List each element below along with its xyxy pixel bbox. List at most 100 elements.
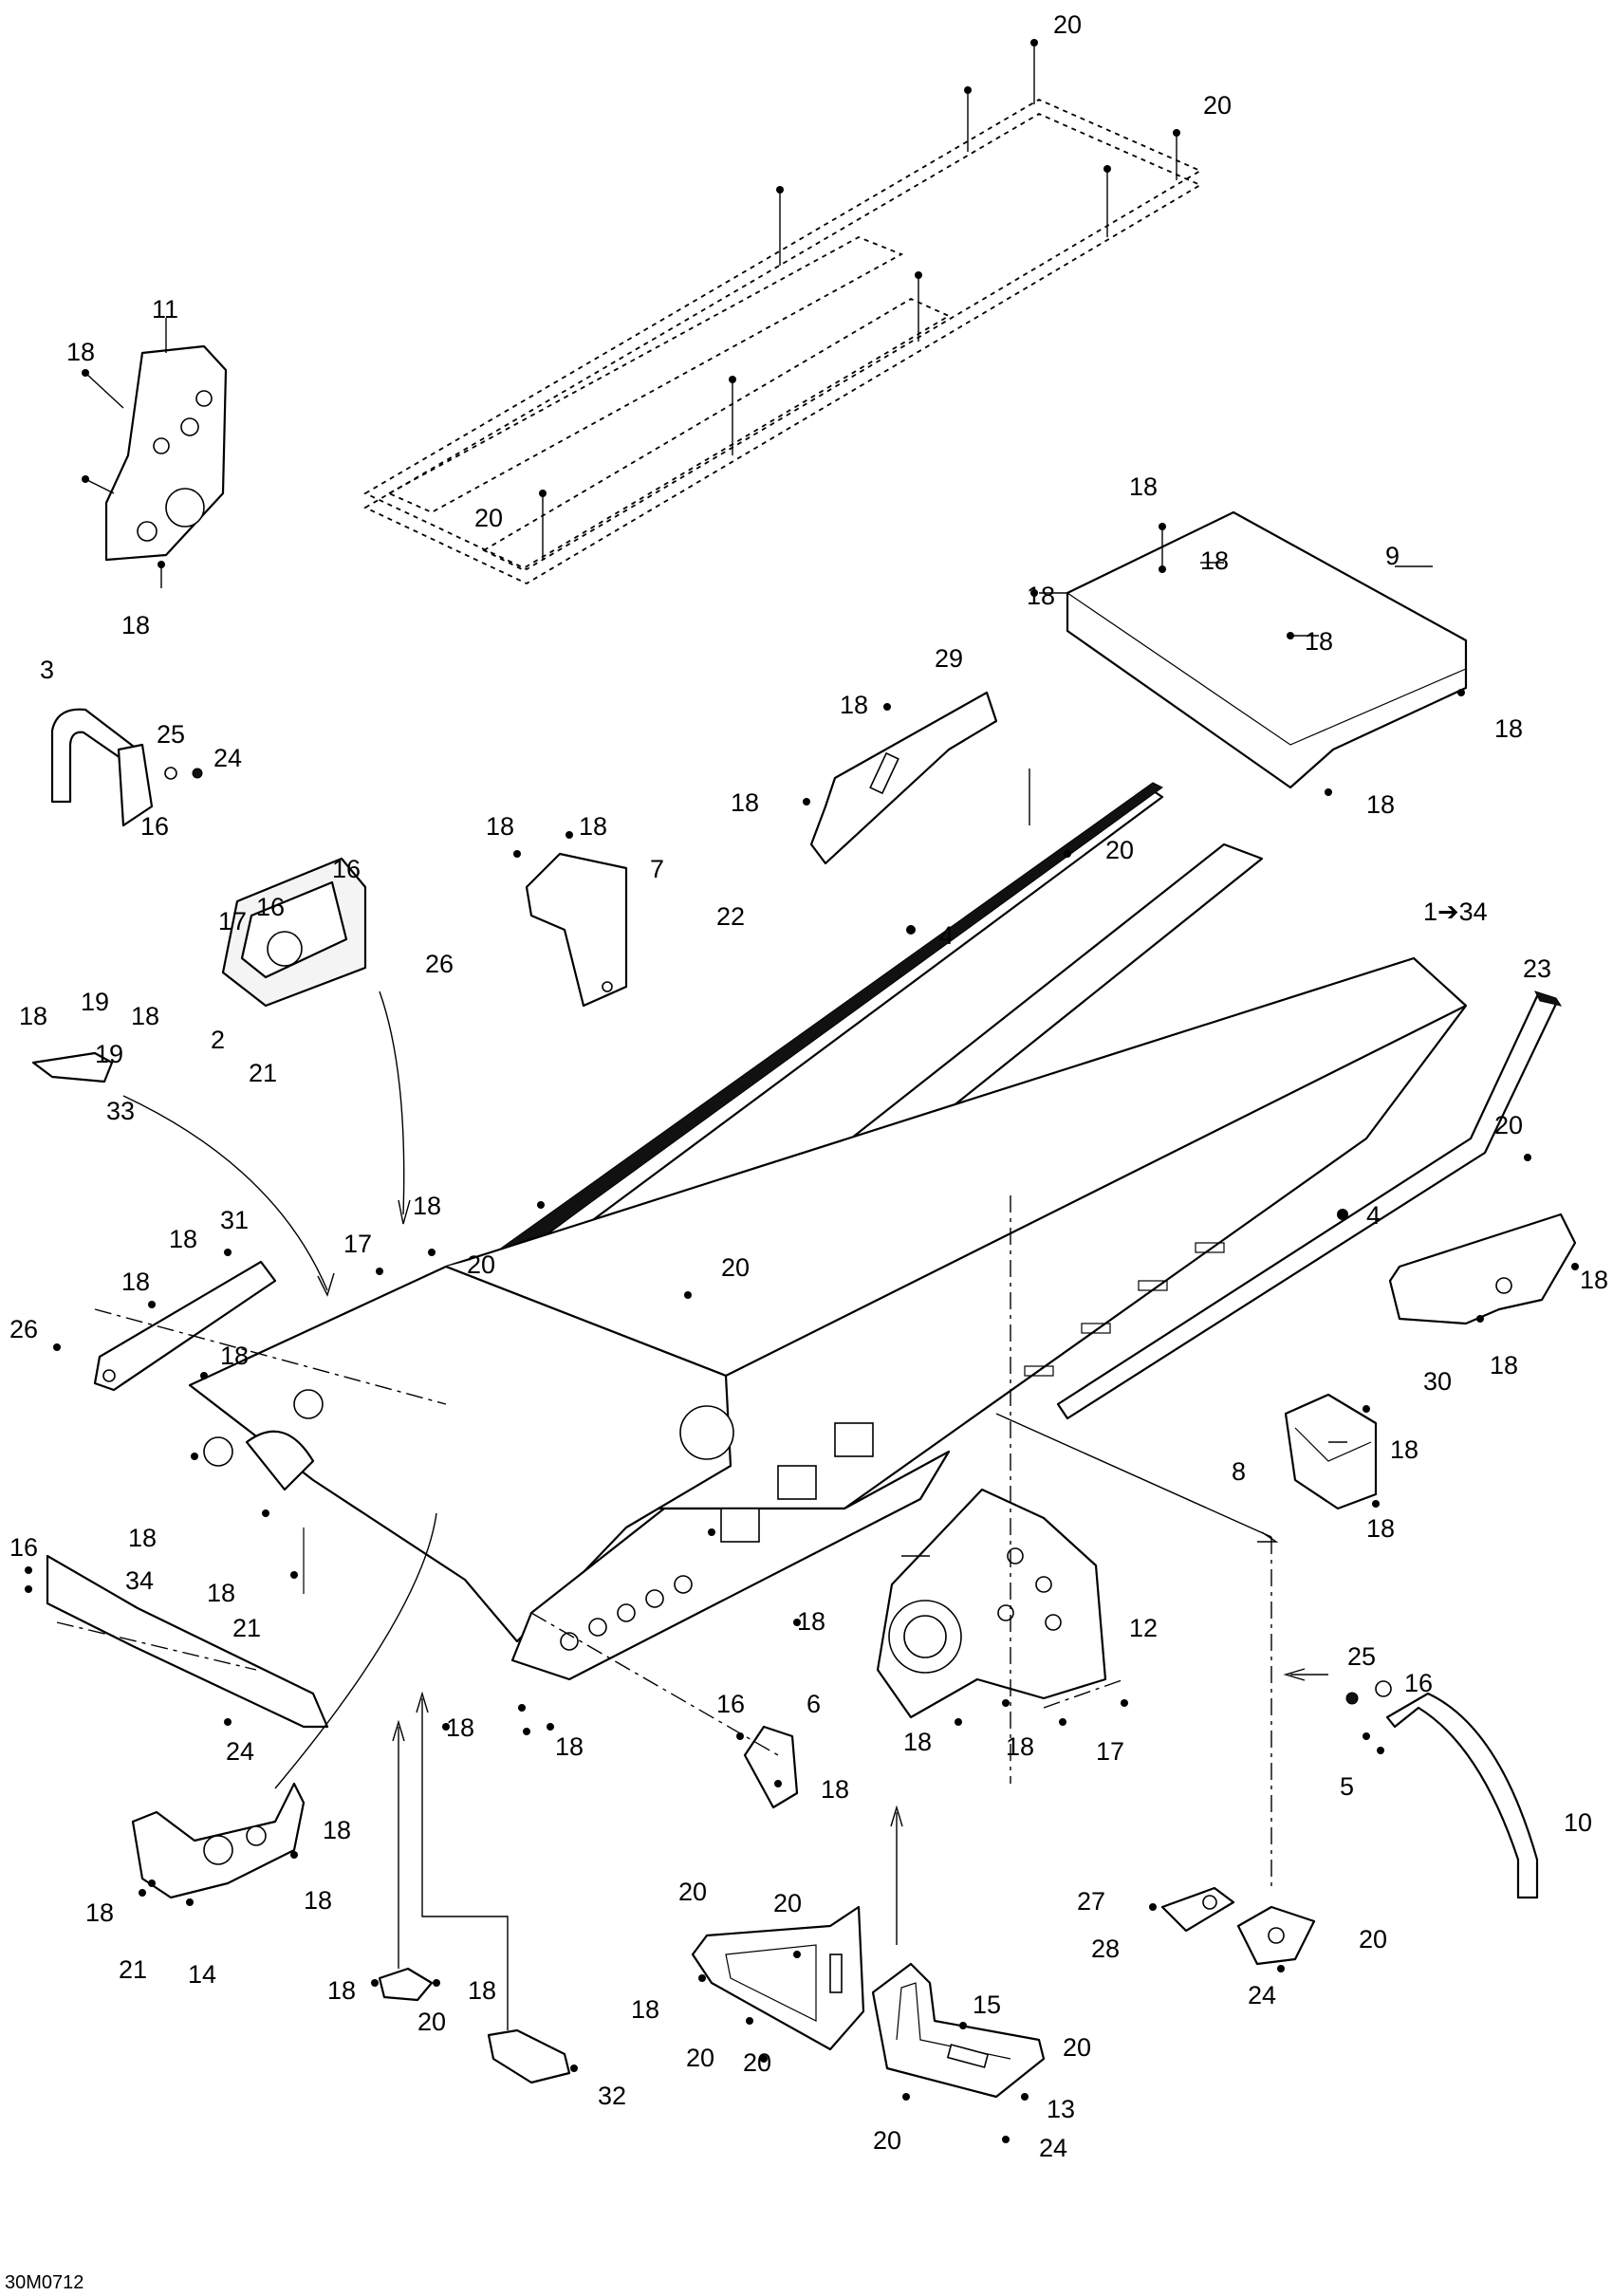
callout-label: 18 xyxy=(1366,790,1395,819)
callout-label: 19 xyxy=(81,988,109,1016)
plate-part-7 xyxy=(525,852,628,1008)
callout-label: 18 xyxy=(1580,1266,1608,1294)
screw-dots xyxy=(25,39,1579,2143)
callout-label: 7 xyxy=(650,855,664,883)
callout-label: 20 xyxy=(1105,836,1134,864)
callout-label: 24 xyxy=(226,1737,254,1766)
callout-label: 17 xyxy=(343,1230,372,1258)
callout-label: 18 xyxy=(1494,714,1523,743)
callout-label: 18 xyxy=(1366,1514,1395,1543)
callout-label: 20 xyxy=(417,2008,446,2036)
callout-label: 26 xyxy=(425,950,454,978)
callout-label: 18 xyxy=(1027,582,1055,610)
bracket-part-31 xyxy=(93,1260,277,1392)
bracket-part-10 xyxy=(131,1782,306,1899)
bracket-part-15 xyxy=(871,1962,1046,2099)
callout-label: 18 xyxy=(128,1524,157,1552)
callout-label: 18 xyxy=(486,812,514,841)
callout-label: 20 xyxy=(743,2048,771,2077)
callout-label: 18 xyxy=(19,1002,47,1030)
bracket-part-6 xyxy=(743,1725,799,1809)
callout-label: 18 xyxy=(1200,546,1229,575)
callout-label: 17 xyxy=(218,907,247,935)
callout-label: 25 xyxy=(157,720,185,749)
callout-label: 20 xyxy=(686,2044,714,2072)
dashed-tray-part xyxy=(363,43,1202,585)
callout-label: 13 xyxy=(1047,2095,1075,2123)
callout-label: 5 xyxy=(1340,1772,1354,1801)
callout-label: 20 xyxy=(1359,1925,1387,1953)
callout-label: 18 xyxy=(631,1995,659,2024)
main-tunnel xyxy=(188,956,1468,1681)
callout-label: 18 xyxy=(468,1976,496,2005)
callout-label: 26 xyxy=(9,1315,38,1343)
callout-label: 18 xyxy=(121,1268,150,1296)
callout-label: 22 xyxy=(716,902,745,931)
callout-label: 18 xyxy=(85,1898,114,1927)
panel-part-9 xyxy=(1039,510,1468,789)
handle-part-5 xyxy=(1345,1680,1539,1899)
callout-label: 18 xyxy=(555,1732,584,1761)
callout-label: 24 xyxy=(1039,2134,1067,2162)
callout-label: 18 xyxy=(821,1775,849,1804)
callout-label: 19 xyxy=(95,1040,123,1068)
leader-lines xyxy=(56,768,1347,2030)
bracket-part-8 xyxy=(1284,1393,1378,1510)
callout-label: 14 xyxy=(188,1960,216,1989)
bracket-part-2 xyxy=(221,857,367,1008)
bracket-part-11 xyxy=(84,318,228,588)
callout-label: 18 xyxy=(169,1225,197,1253)
bracket-part-14 xyxy=(691,1905,865,2051)
callout-label: 18 xyxy=(66,338,95,366)
callout-label: 24 xyxy=(213,744,242,772)
bracket-part-33 xyxy=(31,1051,114,1083)
callout-label: 21 xyxy=(249,1059,277,1087)
callout-label: 18 xyxy=(840,691,868,719)
callout-label: 9 xyxy=(1385,542,1400,570)
callout-label: 18 xyxy=(207,1579,235,1607)
callout-label: 24 xyxy=(1248,1981,1276,2009)
bracket-part-34 xyxy=(46,1554,329,1729)
callout-label: 31 xyxy=(220,1206,249,1234)
callout-label: 18 xyxy=(1006,1732,1034,1761)
callout-label: 29 xyxy=(935,644,963,673)
callout-label: 18 xyxy=(323,1816,351,1844)
callout-label: 3 xyxy=(40,656,54,684)
callout-label: 30 xyxy=(1423,1367,1452,1396)
handle-part-3 xyxy=(50,708,203,827)
brackets-27-28 xyxy=(1160,1886,1316,1966)
callout-label: 21 xyxy=(232,1614,261,1642)
callout-label: 18 xyxy=(579,812,607,841)
callout-label: 18 xyxy=(121,611,150,639)
callout-label: 18 xyxy=(446,1713,474,1742)
callout-label: 4 xyxy=(939,921,954,950)
callout-label: 20 xyxy=(678,1878,707,1906)
callout-label: 20 xyxy=(467,1250,495,1279)
callout-label: 23 xyxy=(1523,954,1551,983)
callout-label: 16 xyxy=(140,812,169,841)
callout-label: 18 xyxy=(304,1886,332,1915)
rail-part-23 xyxy=(1056,991,1563,1420)
callout-label: 20 xyxy=(474,504,503,532)
callout-label: 20 xyxy=(1203,91,1232,120)
callout-label: 20 xyxy=(873,2126,901,2155)
callout-label: 16 xyxy=(332,855,361,883)
callout-label: 12 xyxy=(1129,1614,1158,1642)
callout-label: 18 xyxy=(327,1976,356,2005)
callout-label: 1➔34 xyxy=(1423,898,1488,926)
callout-label: 33 xyxy=(106,1097,135,1125)
callout-label: 18 xyxy=(1129,472,1158,501)
callout-label: 4 xyxy=(1366,1201,1381,1230)
diagram-code: 30M0712 xyxy=(5,2272,83,2293)
callout-label: 18 xyxy=(413,1192,441,1220)
callout-label: 16 xyxy=(1404,1669,1433,1697)
callout-label: 16 xyxy=(9,1533,38,1562)
callout-label: 20 xyxy=(1063,2033,1091,2062)
callout-label: 2 xyxy=(211,1026,225,1054)
callout-label: 17 xyxy=(1096,1737,1124,1766)
callout-label: 18 xyxy=(1390,1435,1418,1464)
callout-label: 10 xyxy=(1564,1808,1592,1837)
callout-label: 6 xyxy=(806,1690,821,1718)
callout-label: 16 xyxy=(716,1690,745,1718)
